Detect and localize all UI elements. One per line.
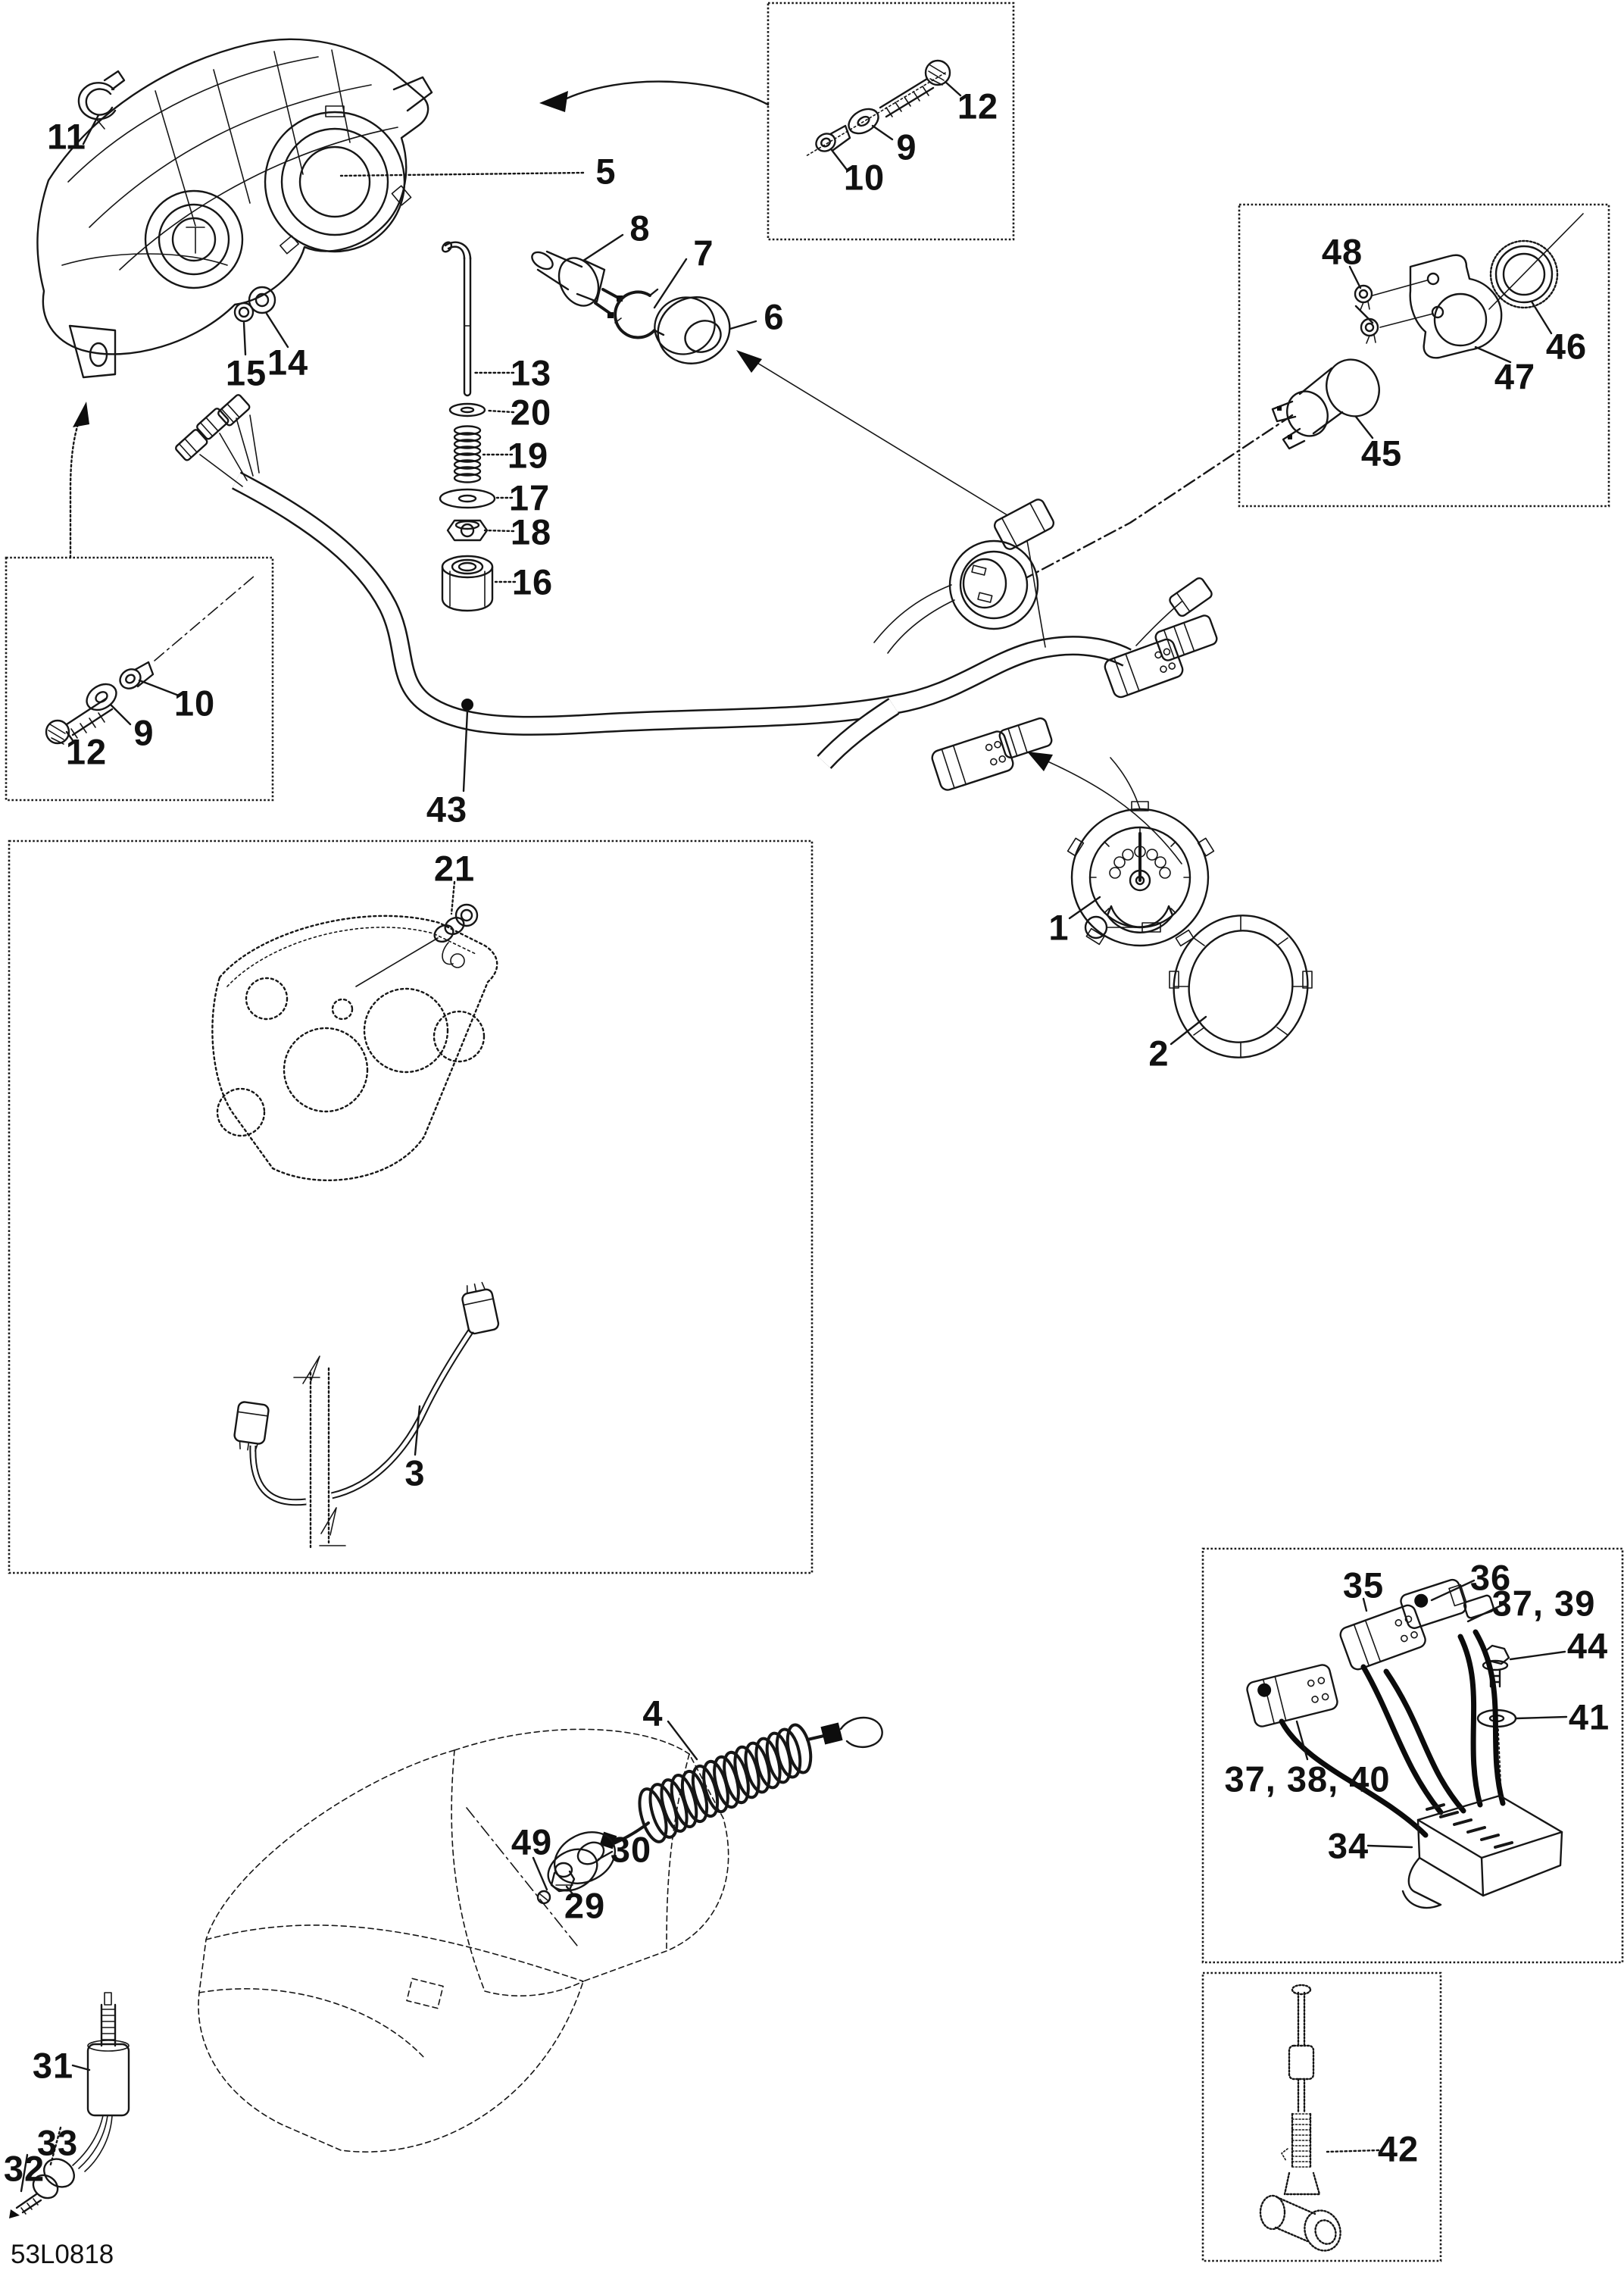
callout-8: 8: [629, 208, 651, 249]
start-stop-switch: [532, 1856, 576, 1905]
headlight-assembly: [36, 38, 433, 379]
callout-41: 41: [1568, 1696, 1610, 1737]
callout-9-left: 9: [133, 712, 155, 753]
instrument-cluster: [211, 915, 498, 1181]
callout-5: 5: [595, 151, 617, 192]
callout-46: 46: [1545, 326, 1588, 367]
callout-20: 20: [510, 392, 552, 433]
callout-18: 18: [510, 511, 552, 552]
callout-47: 47: [1494, 356, 1536, 397]
callout-37-38-40: 37, 38, 40: [1224, 1759, 1391, 1799]
callout-6: 6: [764, 296, 785, 337]
antenna-assembly: [9, 1992, 130, 2218]
bulb-boot: [654, 296, 731, 364]
callout-14: 14: [267, 342, 309, 383]
nut-15-grommet-14: [233, 286, 276, 323]
callout-35: 35: [1342, 1565, 1385, 1605]
ignition-switch-set: [1026, 213, 1584, 579]
callout-45: 45: [1360, 433, 1403, 474]
callout-17: 17: [508, 477, 551, 518]
callout-12-top: 12: [957, 86, 999, 127]
callout-11: 11: [47, 116, 86, 157]
regulator-wiring-set: [1246, 1578, 1568, 1909]
screw-set-left: [45, 402, 255, 745]
multifunction-gauge: [1067, 757, 1313, 1058]
callout-44: 44: [1566, 1625, 1609, 1666]
leader-lines: [82, 114, 757, 583]
callout-7: 7: [693, 233, 714, 274]
callout-12-left: 12: [65, 731, 108, 772]
callout-32: 32: [3, 2148, 45, 2189]
callout-13: 13: [510, 352, 552, 393]
callout-29: 29: [564, 1885, 606, 1926]
callout-36: 36: [1469, 1557, 1512, 1598]
inset-boxes: [5, 2, 1624, 2262]
adjuster-rod-stack: [439, 241, 496, 612]
callout-4: 4: [642, 1693, 664, 1734]
callout-1: 1: [1048, 907, 1070, 948]
bulb-retaining-ring: [614, 288, 665, 339]
screw-set-top: [539, 59, 962, 171]
callout-16: 16: [511, 561, 554, 602]
callout-49: 49: [511, 1821, 553, 1862]
headlight-clip: [77, 70, 126, 130]
safety-lanyard: [547, 1716, 883, 1892]
speed-sensor: [1259, 1984, 1380, 2252]
callout-9-top: 9: [896, 127, 917, 167]
callout-43: 43: [426, 789, 468, 830]
hull-outline: [198, 1728, 729, 2153]
callout-34: 34: [1327, 1825, 1369, 1866]
main-wiring-harness: [175, 350, 1218, 864]
callout-21: 21: [433, 848, 476, 889]
callout-37-39: 37, 39: [1491, 1583, 1596, 1624]
cluster-bulb-socket: [355, 880, 479, 987]
callout-2: 2: [1148, 1033, 1170, 1074]
callout-42: 42: [1377, 2128, 1419, 2169]
callout-3: 3: [404, 1452, 426, 1493]
callout-10-left: 10: [173, 683, 216, 724]
callout-30: 30: [610, 1829, 652, 1870]
callout-15: 15: [225, 352, 267, 393]
jumper-wire: [233, 1281, 500, 1549]
callout-19: 19: [507, 435, 549, 476]
callout-48: 48: [1321, 231, 1363, 272]
bulb: [531, 250, 623, 318]
callout-33: 33: [36, 2122, 79, 2163]
drawing-code: 53L0818: [11, 2240, 114, 2269]
callout-10-top: 10: [843, 157, 885, 198]
callout-31: 31: [32, 2045, 74, 2086]
